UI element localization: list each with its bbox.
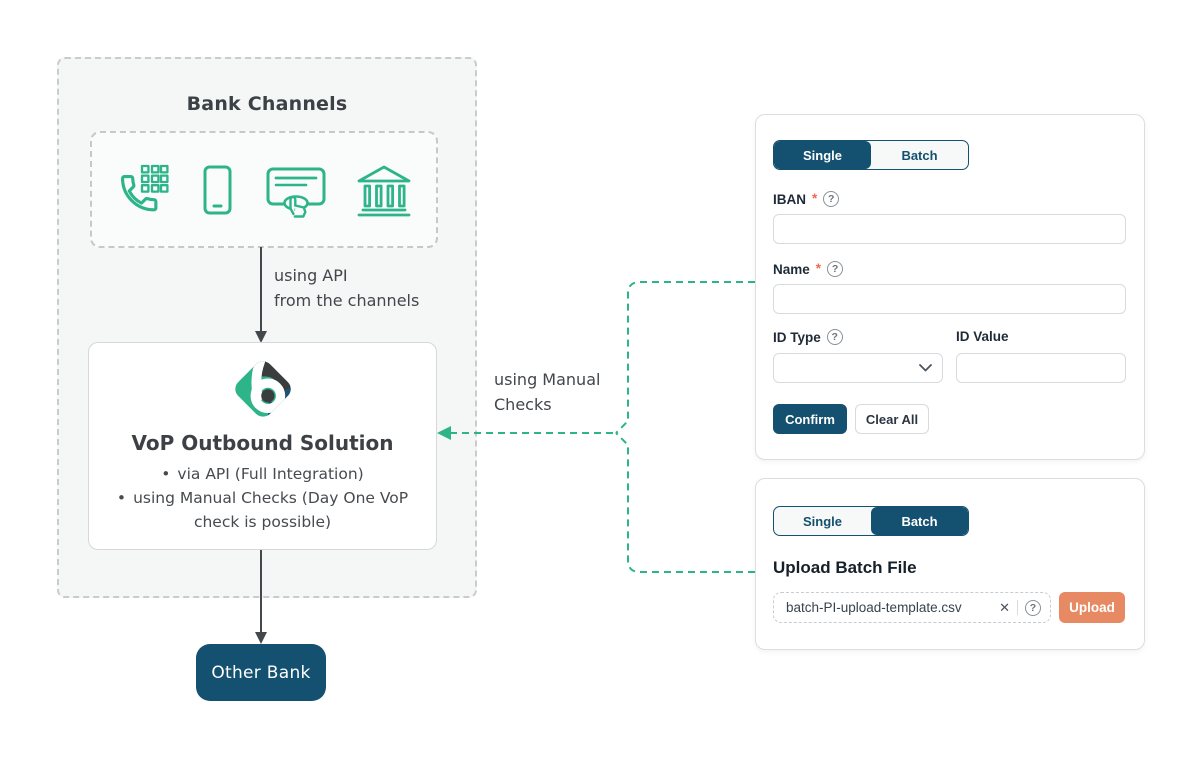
confirm-button[interactable]: Confirm: [773, 404, 847, 434]
name-required-asterisk: *: [815, 260, 822, 276]
batch-file-input[interactable]: batch-PI-upload-template.csv ✕ ?: [773, 592, 1051, 623]
bank-channels-title: Bank Channels: [186, 93, 348, 115]
name-label: Name: [773, 261, 810, 277]
id-type-label: ID Type: [773, 329, 821, 345]
vop-bullet-manual: •using Manual Checks (Day One VoP check …: [116, 489, 409, 531]
iban-label-row: IBAN * ?: [773, 190, 840, 207]
vop-title: VoP Outbound Solution: [131, 431, 394, 455]
vop-solution-node: VoP Outbound Solution •via API (Full Int…: [88, 342, 437, 550]
single-check-panel: Single Batch IBAN * ? Name * ? ID Type ?…: [755, 114, 1145, 460]
iban-label: IBAN: [773, 191, 806, 207]
tab-batch[interactable]: Batch: [871, 141, 968, 169]
manual-checks-connector: [450, 281, 755, 573]
using-api-label: using API from the channels: [274, 266, 420, 310]
other-bank-node: Other Bank: [196, 644, 326, 701]
file-help-icon[interactable]: ?: [1025, 599, 1041, 616]
id-type-select[interactable]: [773, 353, 943, 383]
clear-all-button[interactable]: Clear All: [855, 404, 929, 434]
vop-logo-icon: [230, 357, 295, 421]
vop-bullet-api: •via API (Full Integration): [161, 465, 364, 483]
single-batch-tabs: Single Batch: [773, 506, 969, 536]
id-type-help-icon[interactable]: ?: [826, 329, 843, 345]
upload-button[interactable]: Upload: [1059, 592, 1125, 623]
bank-building-icon: [355, 162, 413, 218]
id-value-input[interactable]: [956, 353, 1126, 383]
tab-batch[interactable]: Batch: [871, 507, 968, 535]
iban-required-asterisk: *: [812, 190, 818, 206]
chevron-down-icon: [919, 364, 932, 372]
name-input[interactable]: [773, 284, 1126, 314]
iban-input[interactable]: [773, 214, 1126, 244]
single-batch-tabs: Single Batch: [773, 140, 969, 170]
name-help-icon[interactable]: ?: [827, 261, 844, 277]
using-manual-checks-label: using Manual Checks: [494, 370, 601, 414]
smartphone-icon: [197, 162, 237, 218]
batch-upload-panel: Single Batch Upload Batch File batch-PI-…: [755, 478, 1145, 650]
id-value-label: ID Value: [956, 329, 1009, 344]
other-bank-label: Other Bank: [211, 662, 311, 683]
divider: [1017, 600, 1018, 615]
id-value-label-row: ID Value: [956, 329, 1009, 344]
tab-single[interactable]: Single: [774, 507, 871, 535]
file-name: batch-PI-upload-template.csv: [786, 600, 962, 615]
upload-batch-file-heading: Upload Batch File: [773, 558, 917, 577]
tab-single[interactable]: Single: [774, 141, 871, 169]
iban-help-icon[interactable]: ?: [823, 191, 840, 207]
id-type-label-row: ID Type ?: [773, 329, 843, 345]
clear-file-icon[interactable]: ✕: [999, 599, 1010, 615]
card-payment-icon: [265, 162, 327, 218]
bank-channels-box: [90, 131, 438, 248]
vop-bullet-list: •via API (Full Integration) •using Manua…: [98, 462, 428, 534]
phone-keypad-icon: [115, 162, 169, 218]
name-label-row: Name * ?: [773, 260, 844, 277]
